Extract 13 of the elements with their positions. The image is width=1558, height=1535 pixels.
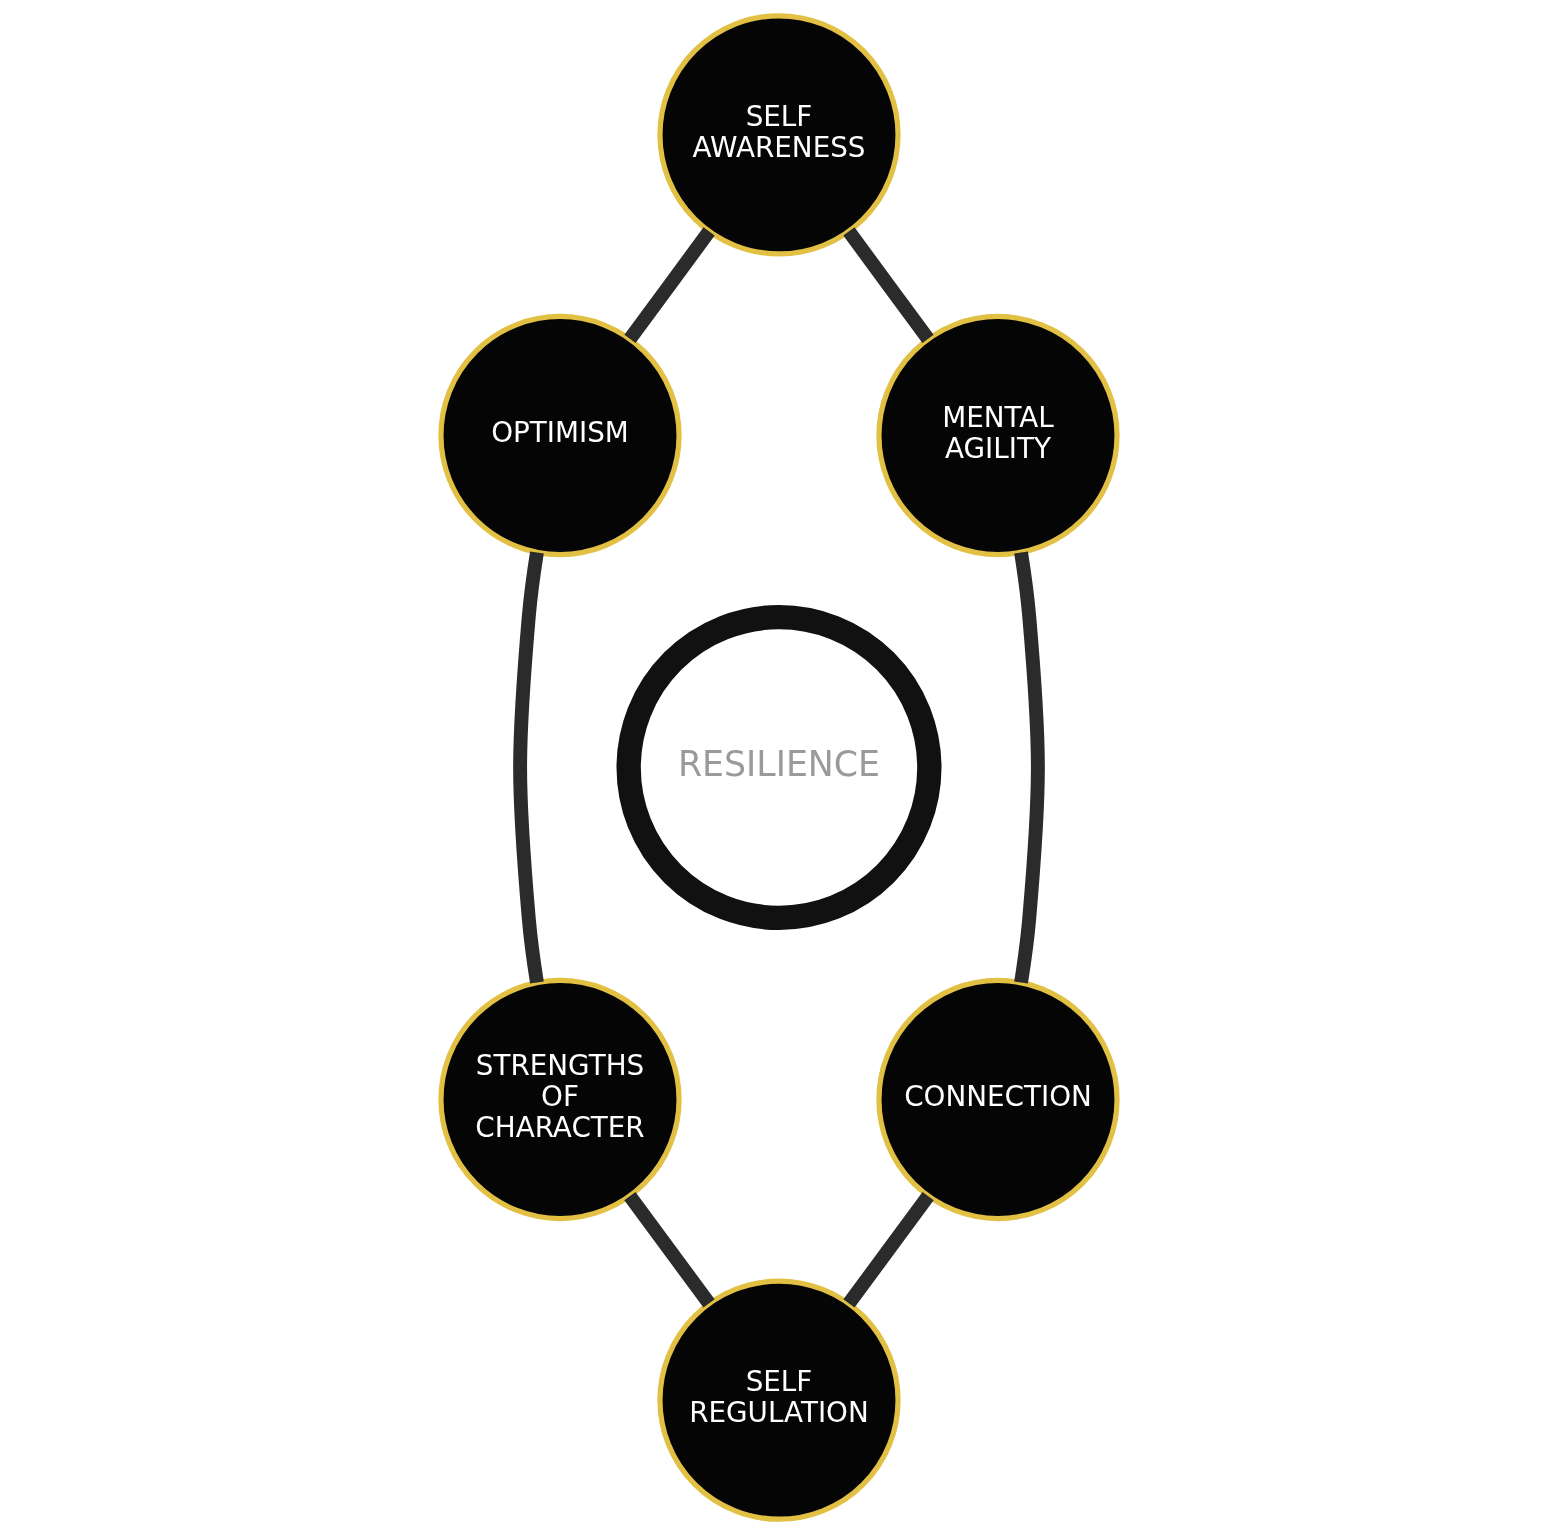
- node-circle: SELF AWARENESS: [657, 13, 901, 257]
- connector: [513, 551, 544, 984]
- connector: [624, 1191, 715, 1308]
- node-circle: OPTIMISM: [438, 313, 682, 558]
- connector: [1014, 551, 1045, 984]
- node-circle: MENTAL AGILITY: [876, 313, 1120, 558]
- node-circle: STRENGTHS OF CHARACTER: [438, 977, 682, 1222]
- node-circle: CONNECTION: [876, 977, 1120, 1222]
- node-circle: RESILIENCE: [616, 605, 942, 930]
- connector: [624, 227, 715, 343]
- connector: [843, 227, 934, 343]
- node-circle: SELF REGULATION: [657, 1278, 901, 1522]
- connector: [843, 1191, 934, 1308]
